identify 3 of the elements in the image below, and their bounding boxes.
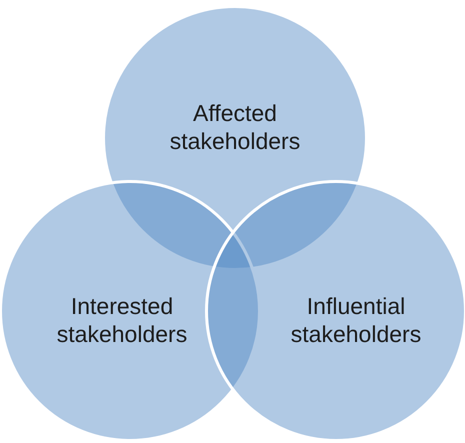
circle-label: Interested stakeholders <box>56 293 188 349</box>
circle-label: Affected stakeholders <box>168 100 302 156</box>
circle-label: Influential stakeholders <box>290 293 422 349</box>
